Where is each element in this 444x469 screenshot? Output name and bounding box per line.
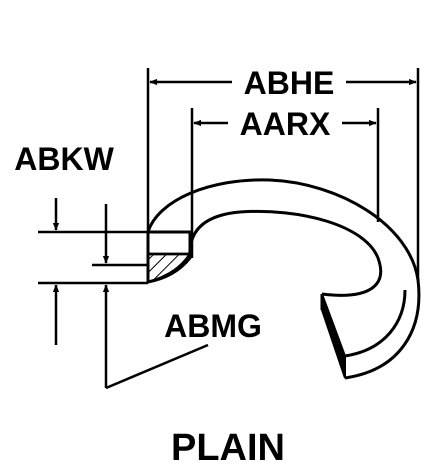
abkw-dimension <box>38 198 148 267</box>
abkw-label: ABKW <box>14 141 114 177</box>
abhe-label: ABHE <box>244 65 335 101</box>
aarx-label: AARX <box>240 106 331 142</box>
diagram-caption: PLAIN <box>171 427 285 469</box>
cross-section-hatch <box>146 252 193 284</box>
abmg-label: ABMG <box>164 308 262 344</box>
abmg-dimension <box>38 281 209 390</box>
abhe-dimension <box>146 68 420 280</box>
aarx-dimension <box>190 108 380 258</box>
washer-inner-rim <box>188 209 383 297</box>
washer-outer-rim <box>146 178 421 380</box>
split-end-face <box>321 293 346 379</box>
washer-outer-bottom <box>344 289 407 358</box>
abmg-leader <box>105 343 209 390</box>
